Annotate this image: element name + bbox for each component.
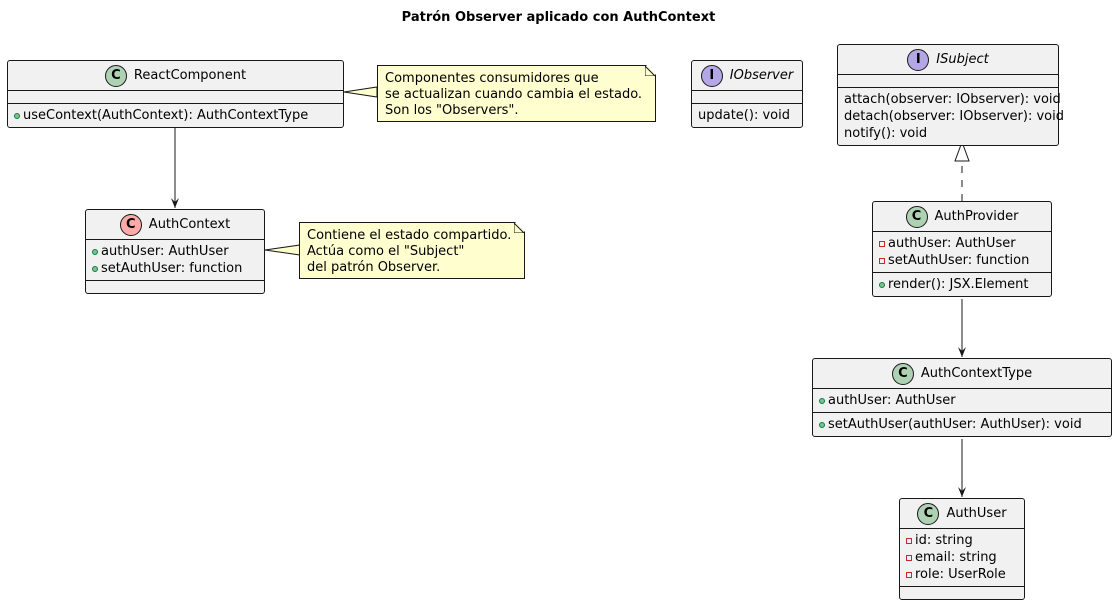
abstract-class-icon: C	[119, 213, 142, 236]
private-visibility-icon	[879, 258, 888, 264]
public-visibility-icon	[14, 113, 23, 119]
private-visibility-icon	[906, 538, 915, 544]
attribute: authUser: AuthUser	[101, 244, 229, 259]
class-authprovider[interactable]: C AuthProvider authUser: AuthUser setAut…	[872, 201, 1052, 297]
attributes-section: authUser: AuthUser	[813, 389, 1111, 413]
class-authcontexttype[interactable]: C AuthContextType authUser: AuthUser set…	[812, 358, 1112, 437]
attribute: id: string	[915, 533, 973, 548]
diagram-title: Patrón Observer aplicado con AuthContext	[401, 10, 716, 25]
public-visibility-icon	[879, 282, 888, 288]
interface-name: ISubject	[936, 52, 989, 67]
attribute: authUser: AuthUser	[828, 393, 956, 408]
methods-section: useContext(AuthContext): AuthContextType	[8, 104, 343, 127]
note-line: Contiene el estado compartido.	[307, 228, 512, 243]
method: setAuthUser(authUser: AuthUser): void	[828, 417, 1082, 432]
method: update(): void	[698, 108, 790, 123]
attributes-section: authUser: AuthUser setAuthUser: function	[873, 232, 1051, 273]
attribute: setAuthUser: function	[888, 253, 1030, 268]
note-line: del patrón Observer.	[307, 260, 441, 275]
class-authuser[interactable]: C AuthUser id: string email: string role…	[899, 498, 1025, 600]
note-line: Componentes consumidores que	[385, 71, 599, 86]
class-authcontext[interactable]: C AuthContext authUser: AuthUser setAuth…	[85, 209, 265, 294]
interface-iobserver[interactable]: I IObserver update(): void	[691, 60, 803, 128]
note-line: Son los "Observers".	[385, 103, 519, 118]
attributes-section	[838, 75, 1058, 88]
method: attach(observer: IObserver): void	[844, 92, 1061, 107]
note-observers[interactable]: Componentes consumidores que se actualiz…	[377, 65, 656, 122]
methods-section: attach(observer: IObserver): void detach…	[838, 88, 1064, 145]
note-line: Actúa como el "Subject"	[307, 244, 465, 259]
attributes-section: id: string email: string role: UserRole	[900, 529, 1024, 587]
interface-icon: I	[700, 64, 723, 87]
class-name: AuthContextType	[920, 366, 1033, 381]
attribute: role: UserRole	[915, 567, 1006, 582]
class-stereotype-icon: C	[917, 502, 940, 525]
class-stereotype-icon: C	[905, 205, 928, 228]
public-visibility-icon	[819, 398, 828, 404]
attribute: setAuthUser: function	[101, 261, 243, 276]
methods-section: render(): JSX.Element	[873, 273, 1051, 296]
methods-section	[86, 281, 264, 293]
class-name: AuthProvider	[934, 209, 1019, 224]
class-stereotype-icon: C	[104, 64, 127, 87]
note-connector-observers	[343, 86, 378, 98]
note-subject[interactable]: Contiene el estado compartido. Actúa com…	[299, 222, 525, 279]
note-line: se actualizan cuando cambia el estado.	[385, 87, 643, 102]
attributes-section	[8, 91, 343, 104]
class-reactcomponent[interactable]: C ReactComponent useContext(AuthContext)…	[7, 60, 344, 128]
method: render(): JSX.Element	[888, 277, 1029, 292]
method: notify(): void	[844, 126, 928, 141]
methods-section: update(): void	[692, 104, 802, 127]
class-name: ReactComponent	[133, 68, 247, 83]
private-visibility-icon	[906, 572, 915, 578]
attributes-section: authUser: AuthUser setAuthUser: function	[86, 240, 264, 281]
note-connector-subject	[264, 244, 301, 256]
class-name: AuthUser	[946, 506, 1007, 521]
attribute: email: string	[915, 550, 997, 565]
private-visibility-icon	[906, 555, 915, 561]
methods-section: setAuthUser(authUser: AuthUser): void	[813, 413, 1111, 436]
attributes-section	[692, 91, 802, 104]
private-visibility-icon	[879, 241, 888, 247]
public-visibility-icon	[819, 422, 828, 428]
note-fold-icon	[645, 66, 655, 76]
method: detach(observer: IObserver): void	[844, 109, 1064, 124]
class-stereotype-icon: C	[891, 362, 914, 385]
methods-section	[900, 587, 1024, 599]
public-visibility-icon	[92, 266, 101, 272]
class-name: AuthContext	[148, 217, 231, 232]
public-visibility-icon	[92, 249, 101, 255]
method: useContext(AuthContext): AuthContextType	[23, 108, 309, 123]
interface-icon: I	[907, 48, 930, 71]
interface-isubject[interactable]: I ISubject attach(observer: IObserver): …	[837, 44, 1064, 146]
note-fold-icon	[514, 223, 524, 233]
attribute: authUser: AuthUser	[888, 236, 1016, 251]
interface-name: IObserver	[729, 68, 794, 83]
realization-arrowhead	[954, 140, 970, 162]
